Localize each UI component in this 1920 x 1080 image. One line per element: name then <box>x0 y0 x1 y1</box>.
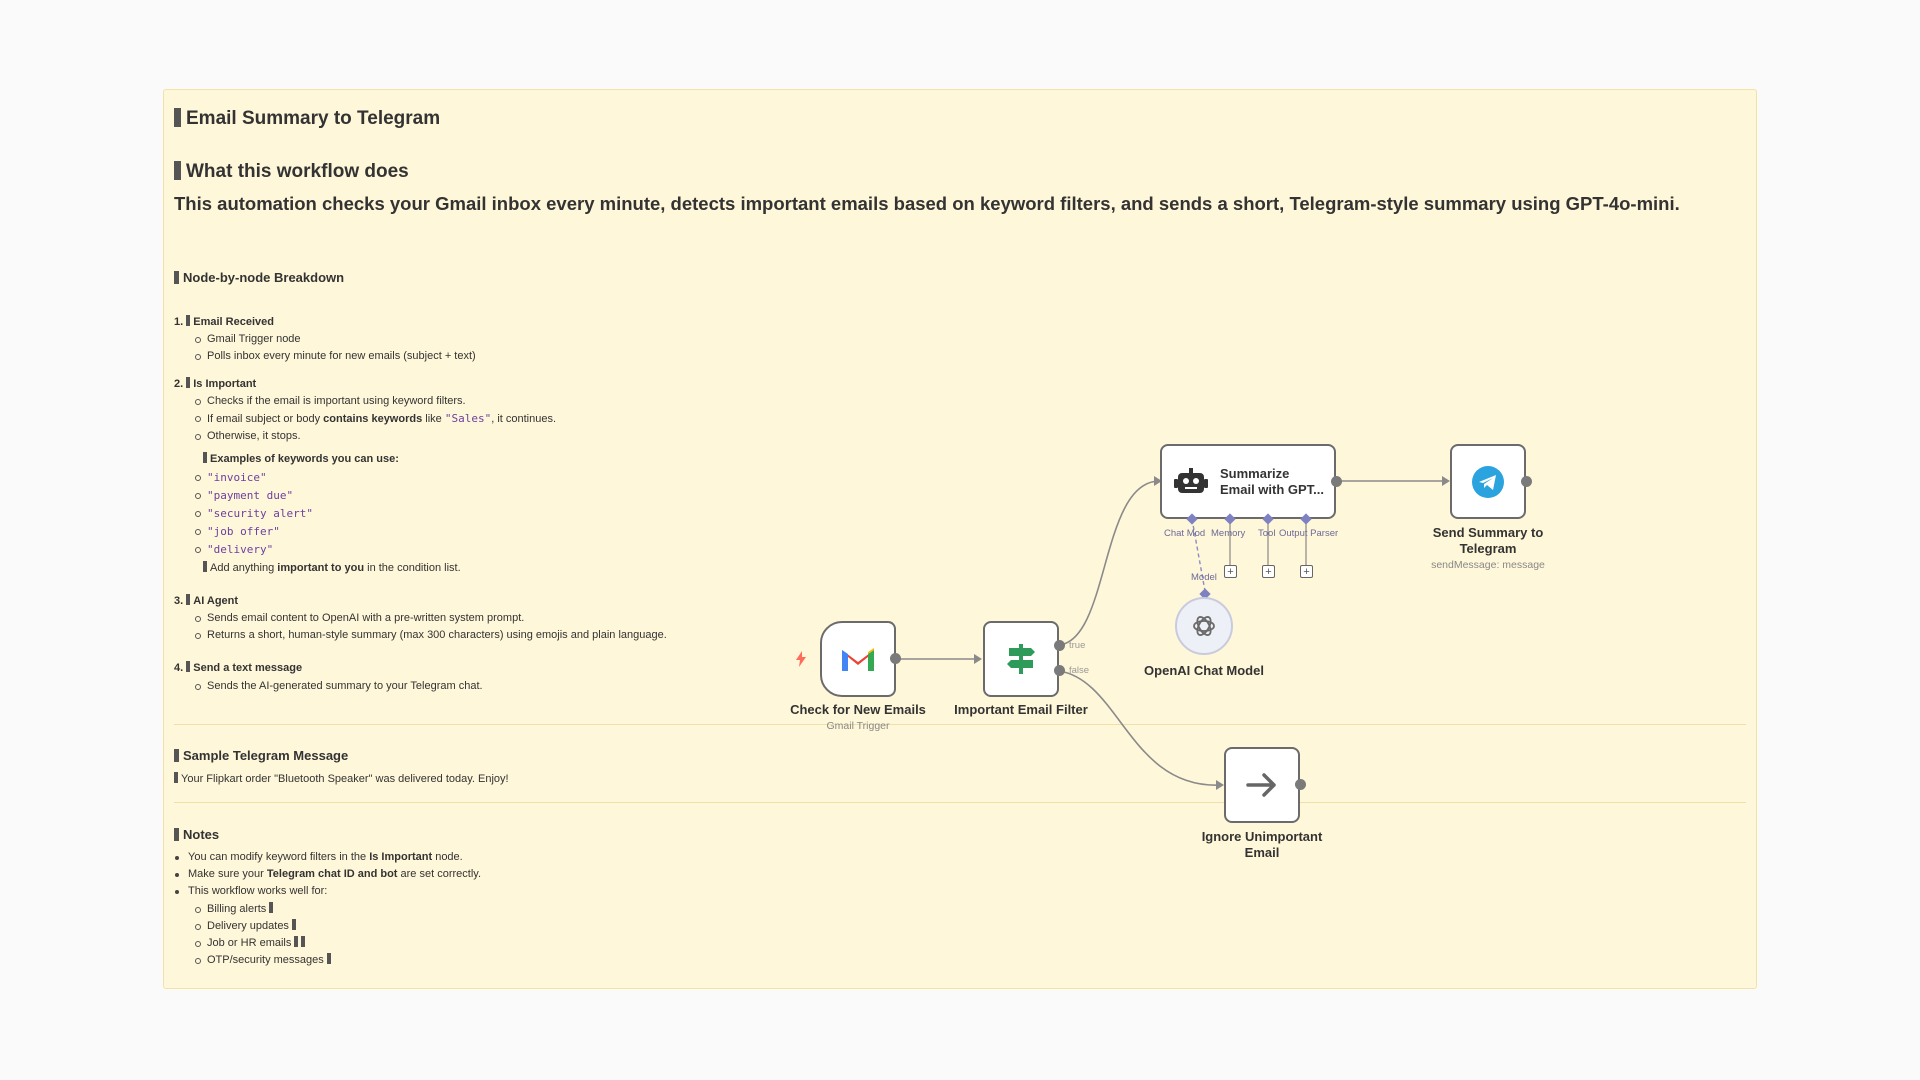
note-item: Make sure your Telegram chat ID and bot … <box>174 866 481 883</box>
step-2-bullet: Otherwise, it stops. <box>174 428 667 445</box>
gmail-icon <box>842 648 874 671</box>
keyword-item: "security alert" <box>174 505 667 523</box>
step-2-bullet: Checks if the email is important using k… <box>174 393 667 410</box>
agent-output-port[interactable] <box>1331 476 1342 487</box>
emoji-placeholder-icon <box>174 161 181 180</box>
telegram-node[interactable] <box>1450 444 1526 519</box>
breakdown-list: 1. Email Received Gmail Trigger node Pol… <box>174 314 667 695</box>
step-4: 4. Send a text message <box>174 661 303 675</box>
model-label: Model <box>1191 572 1217 583</box>
telegram-icon <box>1472 465 1504 498</box>
step-2-bullet: If email subject or body contains keywor… <box>174 410 667 428</box>
sticky-note[interactable]: Email Summary to Telegram What this work… <box>163 89 1757 989</box>
lightning-icon <box>796 651 806 667</box>
openai-chat-model-node[interactable] <box>1175 597 1233 655</box>
emoji-placeholder-icon <box>294 936 299 948</box>
emoji-placeholder-icon <box>326 953 331 965</box>
gmail-output-port[interactable] <box>890 653 901 664</box>
emoji-placeholder-icon <box>186 593 191 605</box>
filter-true-label: true <box>1069 640 1086 651</box>
keyword-add-note: Add anything important to you in the con… <box>174 560 667 577</box>
openai-icon <box>1193 616 1215 636</box>
keyword-item: "invoice" <box>174 469 667 487</box>
emoji-placeholder-icon <box>186 661 191 673</box>
arrow-right-icon <box>1246 773 1276 797</box>
gmail-trigger-node[interactable] <box>820 621 896 697</box>
use-item: Billing alerts <box>174 901 481 918</box>
telegram-node-subtitle: sendMessage: message <box>1431 559 1545 571</box>
step-1: 1. Email Received <box>174 315 274 328</box>
chat-model-label: Chat Mod <box>1164 528 1206 539</box>
ai-agent-node[interactable]: Summarize Email with GPT... <box>1160 444 1336 519</box>
filter-true-port[interactable] <box>1054 640 1065 651</box>
emoji-placeholder-icon <box>186 315 191 326</box>
ignore-unimportant-email-node[interactable] <box>1224 747 1300 823</box>
note-description: This automation checks your Gmail inbox … <box>174 193 1680 214</box>
emoji-placeholder-icon <box>174 772 178 783</box>
divider <box>174 802 1746 803</box>
emoji-placeholder-icon <box>203 560 207 572</box>
divider <box>174 724 1746 725</box>
emoji-placeholder-icon <box>292 918 296 930</box>
ai-agent-label: Summarize Email with GPT... <box>1220 465 1325 497</box>
notes-title: Notes <box>174 827 219 842</box>
use-item: OTP/security messages <box>174 952 481 969</box>
filter-false-label: false <box>1069 665 1090 676</box>
tool-label: Tool <box>1258 528 1276 539</box>
output-parser-label: Output Parser <box>1279 528 1339 539</box>
telegram-node-label: Send Summary to Telegram <box>1432 525 1544 556</box>
robot-icon <box>1174 467 1208 493</box>
emoji-placeholder-icon <box>174 108 181 127</box>
use-item: Delivery updates <box>174 918 481 935</box>
notes-list: You can modify keyword filters in the Is… <box>174 849 481 969</box>
emoji-placeholder-icon <box>203 452 207 464</box>
sample-title: Sample Telegram Message <box>174 748 348 763</box>
telegram-output-port[interactable] <box>1521 476 1532 487</box>
breakdown-title: Node-by-node Breakdown <box>174 270 344 285</box>
emoji-placeholder-icon <box>269 901 274 913</box>
ignore-node-label: Ignore Unimportant Email <box>1201 829 1323 860</box>
step-1-bullet: Polls inbox every minute for new emails … <box>174 348 667 365</box>
important-email-filter-node[interactable] <box>983 621 1059 697</box>
signpost-icon <box>1007 644 1035 674</box>
ignore-output-port[interactable] <box>1295 779 1306 790</box>
use-item: Job or HR emails <box>174 935 481 952</box>
add-tool-button[interactable]: + <box>1262 565 1275 578</box>
filter-node-label: Important Email Filter <box>954 702 1088 717</box>
step-2: 2. Is Important <box>174 376 257 390</box>
step-3: 3. AI Agent <box>174 593 239 607</box>
step-4-bullet: Sends the AI-generated summary to your T… <box>174 678 667 695</box>
keyword-item: "payment due" <box>174 487 667 505</box>
emoji-placeholder-icon <box>174 749 179 762</box>
note-subtitle: What this workflow does <box>174 161 409 183</box>
filter-false-port[interactable] <box>1054 665 1065 676</box>
openai-node-label: OpenAI Chat Model <box>1144 663 1264 678</box>
add-memory-button[interactable]: + <box>1224 565 1237 578</box>
step-3-bullet: Returns a short, human-style summary (ma… <box>174 627 667 644</box>
emoji-placeholder-icon <box>301 936 306 948</box>
examples-title: Examples of keywords you can use: <box>174 451 667 468</box>
emoji-placeholder-icon <box>174 828 179 841</box>
emoji-placeholder-icon <box>174 271 179 284</box>
keyword-item: "job offer" <box>174 523 667 541</box>
note-title: Email Summary to Telegram <box>174 108 440 130</box>
sample-text: Your Flipkart order "Bluetooth Speaker" … <box>174 771 509 788</box>
gmail-node-label: Check for New Emails <box>790 702 926 717</box>
note-item: This workflow works well for: <box>174 883 481 900</box>
add-output-parser-button[interactable]: + <box>1300 565 1313 578</box>
emoji-placeholder-icon <box>186 376 191 388</box>
step-3-bullet: Sends email content to OpenAI with a pre… <box>174 610 667 627</box>
gmail-node-subtitle: Gmail Trigger <box>826 720 890 732</box>
memory-label: Memory <box>1211 528 1246 539</box>
step-1-bullet: Gmail Trigger node <box>174 331 667 348</box>
keyword-item: "delivery" <box>174 541 667 559</box>
note-item: You can modify keyword filters in the Is… <box>174 849 481 866</box>
